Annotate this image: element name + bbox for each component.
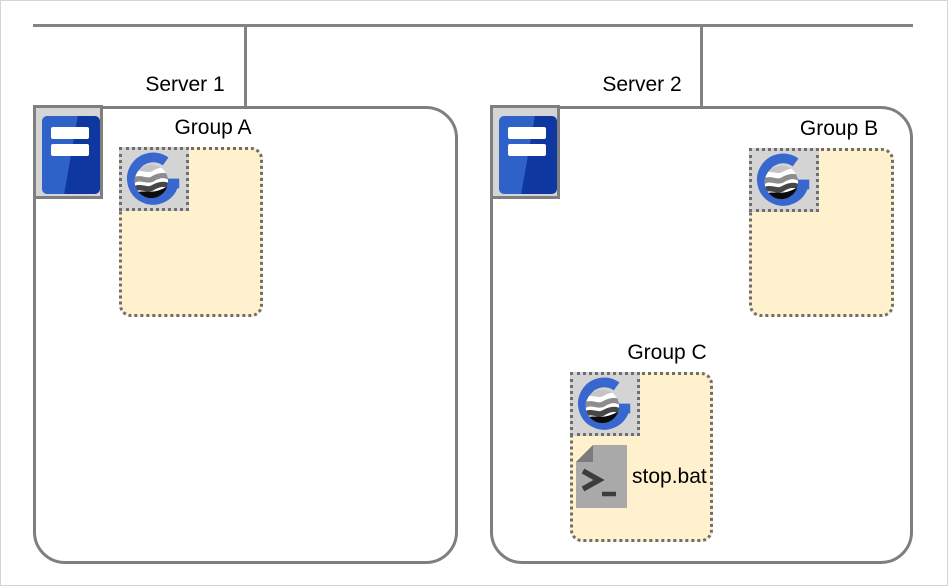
server2-label: Server 2 [602, 73, 682, 96]
server-tower-icon [42, 116, 100, 194]
server1-label: Server 1 [145, 73, 225, 96]
groupA-box [119, 147, 263, 317]
server2-icon-plate [490, 105, 560, 199]
groupA-label: Group A [174, 116, 252, 139]
groupA-app-tile [119, 147, 189, 211]
groupB-app-tile [749, 148, 819, 212]
g-globe-logo-icon [753, 152, 815, 209]
server-slot-bar [508, 144, 546, 156]
groupC-app-tile [570, 372, 640, 436]
server-slot-bar [508, 127, 546, 139]
groupC-label: Group C [627, 341, 707, 364]
server1-icon-plate [33, 105, 103, 199]
server1-connector-line [244, 24, 247, 107]
network-bus-line [33, 24, 913, 27]
server2-connector-line [700, 24, 703, 107]
script-label: stop.bat [632, 465, 707, 488]
g-globe-logo-icon [123, 151, 185, 208]
server-tower-icon [499, 116, 557, 194]
batch-script-icon [576, 445, 627, 508]
server-slot-bar [51, 127, 89, 139]
server-slot-bar [51, 144, 89, 156]
groupB-label: Group B [799, 117, 879, 140]
g-globe-logo-icon [574, 376, 636, 433]
